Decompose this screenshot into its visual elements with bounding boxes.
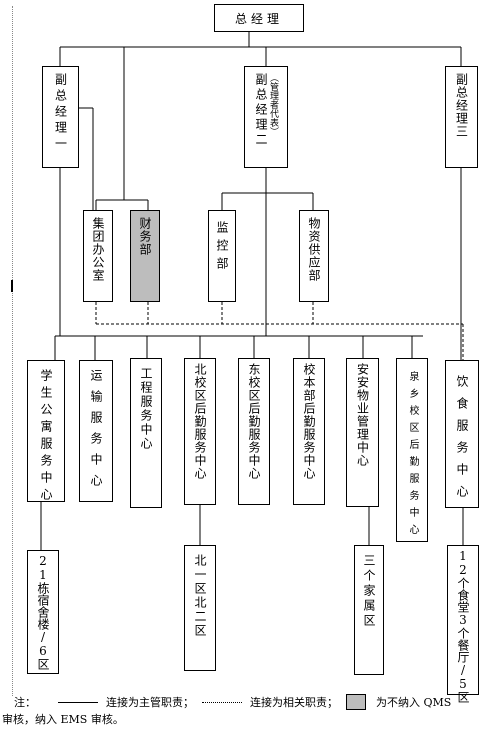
center-box-east: 东校区后勤服务中心 (238, 358, 270, 505)
center-box-north: 北校区后勤服务中心 (184, 358, 216, 505)
sub-box-canteen: 12个食堂3个餐厅/5区 (447, 545, 479, 703)
ceo-label: 总经理 (234, 11, 283, 26)
ceo-box: 总经理 (214, 4, 304, 32)
sub-label-family: 三个家属区 (362, 554, 376, 629)
margin-guide (12, 6, 14, 696)
center-box-property: 安安物业管理中心 (346, 358, 379, 507)
sub-label-canteen: 12个食堂3个餐厅/5区 (456, 549, 470, 703)
sub-box-north: 北一区北二区 (184, 545, 216, 671)
center-label-catering: 饮食服务中心 (455, 375, 469, 507)
center-label-east: 东校区后勤服务中心 (247, 363, 261, 480)
center-label-north: 北校区后勤服务中心 (193, 363, 207, 480)
legend-prefix: 注： (14, 696, 36, 709)
finance-box: 财务部 (130, 210, 160, 302)
legend-solid-text: 连接为主管职责； (106, 696, 194, 709)
center-label-quanxiang: 泉乡校区后勤服务中心 (407, 371, 418, 541)
sub-box-dorm: 21栋宿舍楼/6区 (27, 550, 59, 674)
sub-label-north: 北一区北二区 (193, 554, 207, 638)
legend-dotted-text: 连接为相关职责； (250, 696, 338, 709)
legend-gray-swatch (346, 694, 366, 710)
vp2-note: （管理者代表） (268, 73, 278, 136)
vp3-label: 副总经理三 (454, 73, 469, 138)
vp2-label: 副总经理二 (254, 73, 268, 148)
vp3-box: 副总经理三 (445, 66, 478, 168)
legend-solid-line (58, 701, 98, 703)
center-box-dorm: 学生公寓服务中心 (27, 360, 65, 505)
center-label-transport: 运输服务中心 (89, 369, 103, 495)
center-box-main: 校本部后勤服务中心 (293, 358, 325, 505)
vp1-box: 副总经理一 (42, 66, 79, 168)
supply-box: 物资供应部 (299, 210, 329, 302)
vp2-box: 副总经理二 （管理者代表） (244, 66, 288, 168)
office-label: 集团办公室 (91, 217, 105, 282)
finance-label: 财务部 (138, 217, 152, 256)
center-label-property: 安安物业管理中心 (355, 363, 370, 467)
sub-label-dorm: 21栋宿舍楼/6区 (36, 554, 50, 670)
legend: 注： 连接为主管职责； 连接为相关职责； 为不纳入 QMS (14, 694, 451, 710)
center-box-quanxiang: 泉乡校区后勤服务中心 (396, 358, 428, 542)
monitor-label: 监控部 (215, 221, 229, 275)
office-box: 集团办公室 (83, 210, 113, 302)
monitor-box: 监控部 (208, 210, 236, 302)
text-cursor (11, 280, 13, 292)
legend-line2: 审核，纳入 EMS 审核。 (2, 713, 124, 726)
legend-gray-text: 为不纳入 QMS (376, 696, 452, 709)
center-label-dorm: 学生公寓服务中心 (39, 369, 53, 505)
center-label-main: 校本部后勤服务中心 (302, 363, 316, 480)
sub-box-family: 三个家属区 (354, 545, 384, 675)
center-box-catering: 饮食服务中心 (445, 360, 479, 508)
center-box-engineering: 工程服务中心 (130, 358, 162, 508)
supply-label: 物资供应部 (307, 217, 321, 282)
legend-dotted-line (202, 701, 242, 703)
vp1-label: 副总经理一 (53, 73, 68, 153)
center-box-transport: 运输服务中心 (79, 360, 113, 502)
center-label-engineering: 工程服务中心 (139, 367, 153, 451)
